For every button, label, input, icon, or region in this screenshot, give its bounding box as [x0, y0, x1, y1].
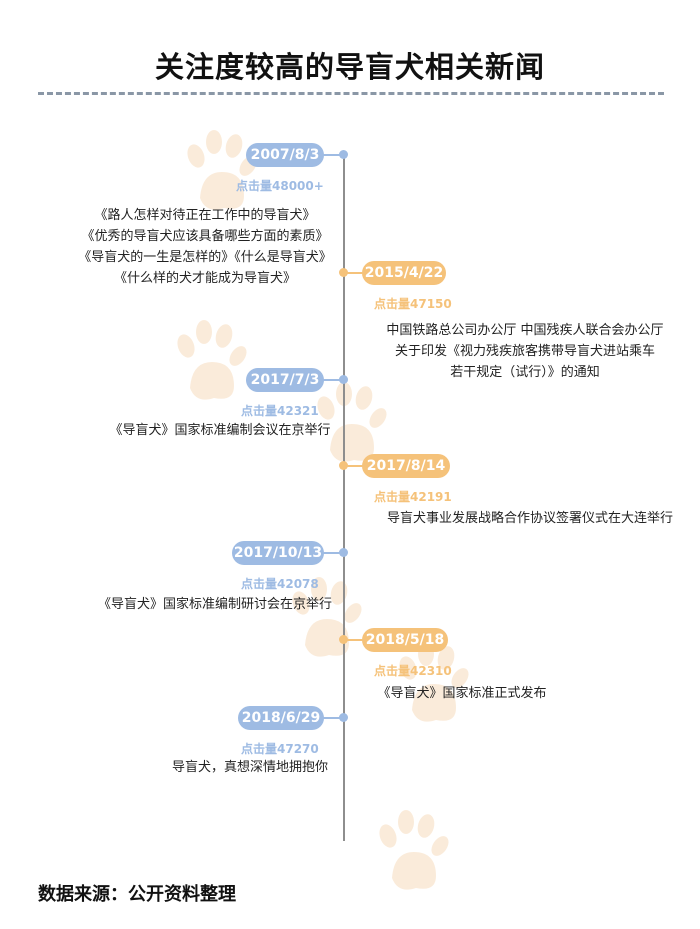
- event-description-line: 若干规定（试行）》的通知: [450, 365, 600, 380]
- event-description-line: 中国铁路总公司办公厅 中国残疾人联合会办公厅: [386, 323, 664, 338]
- timeline-connector: [318, 717, 342, 719]
- event-description-line: 《导盲犬》国家标准正式发布: [377, 686, 547, 701]
- timeline-node: [339, 635, 348, 644]
- paw-print-icon: [379, 810, 449, 890]
- timeline-node: [339, 150, 348, 159]
- paw-print-icon: [187, 130, 257, 210]
- event-click-count: 点击量42310: [374, 664, 452, 678]
- event-description: 《路人怎样对待正在工作中的导盲犬》 《优秀的导盲犬应该具备哪些方面的素质》 《导…: [60, 205, 350, 289]
- event-date-badge: 2015/4/22: [362, 261, 446, 285]
- event-description: 《导盲犬》国家标准编制会议在京举行: [90, 420, 350, 441]
- event-description: 导盲犬事业发展战略合作协议签署仪式在大连举行: [372, 508, 688, 529]
- event-date-badge: 2017/7/3: [246, 368, 324, 392]
- event-click-count: 点击量48000+: [236, 179, 324, 193]
- event-description: 中国铁路总公司办公厅 中国残疾人联合会办公厅 关于印发《视力残疾旅客携带导盲犬进…: [364, 320, 686, 383]
- timeline-node: [339, 713, 348, 722]
- data-source-note: 数据来源：公开资料整理: [38, 884, 236, 905]
- event-description: 《导盲犬》国家标准编制研讨会在京举行: [80, 594, 350, 615]
- timeline-connector: [344, 465, 370, 467]
- event-description-line: 导盲犬事业发展战略合作协议签署仪式在大连举行: [386, 511, 673, 526]
- event-description-line: 《导盲犬的一生是怎样的》《什么是导盲犬》: [78, 250, 332, 265]
- event-click-count: 点击量42078: [241, 577, 319, 591]
- timeline-node: [339, 461, 348, 470]
- paw-print-icon: [399, 642, 469, 722]
- timeline-connector: [318, 552, 342, 554]
- timeline-node: [339, 268, 348, 277]
- page-title: 关注度较高的导盲犬相关新闻: [154, 50, 545, 84]
- title-divider: [38, 92, 664, 95]
- event-description-line: 《导盲犬》国家标准编制会议在京举行: [109, 423, 331, 438]
- event-date-badge: 2017/10/13: [232, 541, 324, 565]
- timeline-axis: [343, 155, 345, 841]
- timeline-connector: [318, 379, 342, 381]
- event-click-count: 点击量47270: [241, 742, 319, 756]
- timeline-connector: [344, 639, 370, 641]
- event-click-count: 点击量42191: [374, 490, 452, 504]
- event-date-badge: 2007/8/3: [246, 143, 324, 167]
- event-click-count: 点击量47150: [374, 297, 452, 311]
- timeline-node: [339, 375, 348, 384]
- event-description: 《导盲犬》国家标准正式发布: [372, 683, 552, 704]
- event-date-badge: 2018/5/18: [362, 628, 448, 652]
- paw-print-icon: [292, 577, 362, 657]
- event-description-line: 关于印发《视力残疾旅客携带导盲犬进站乘车: [394, 344, 655, 359]
- event-click-count: 点击量42321: [241, 404, 319, 418]
- paw-print-icon: [177, 320, 247, 400]
- event-date-badge: 2018/6/29: [238, 706, 324, 730]
- event-description-line: 《路人怎样对待正在工作中的导盲犬》: [94, 208, 316, 223]
- event-date-badge: 2017/8/14: [362, 454, 450, 478]
- timeline-node: [339, 548, 348, 557]
- event-description: 导盲犬，真想深情地拥抱你: [150, 757, 350, 778]
- event-description-line: 《导盲犬》国家标准编制研讨会在京举行: [97, 597, 332, 612]
- timeline-connector: [318, 154, 342, 156]
- event-description-line: 导盲犬，真想深情地拥抱你: [171, 760, 328, 775]
- event-description-line: 《什么样的犬才能成为导盲犬》: [113, 271, 296, 286]
- event-description-line: 《优秀的导盲犬应该具备哪些方面的素质》: [81, 229, 329, 244]
- timeline-connector: [344, 272, 370, 274]
